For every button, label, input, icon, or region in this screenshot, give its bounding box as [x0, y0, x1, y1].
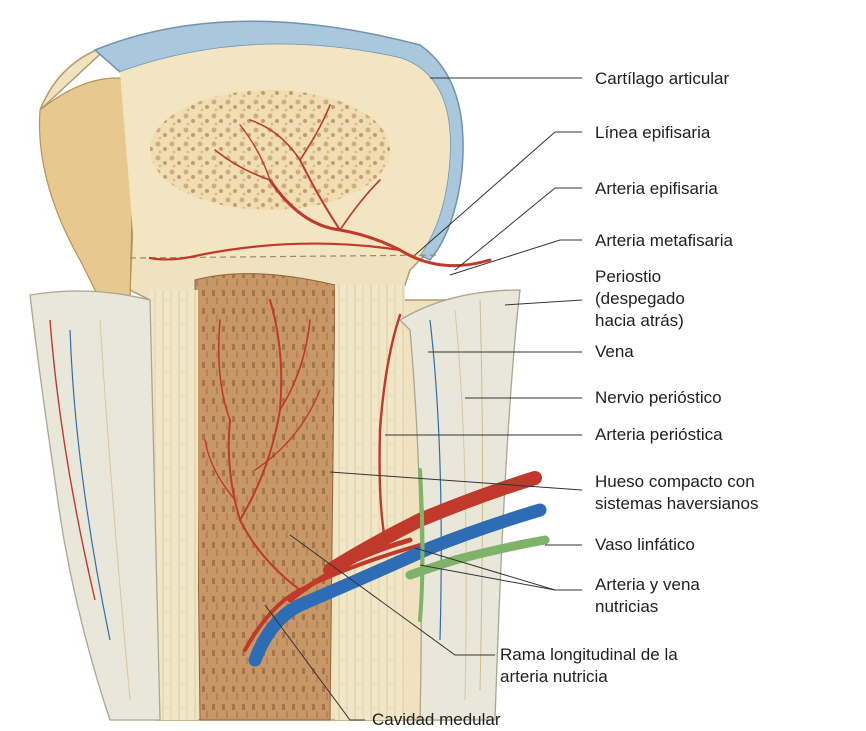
label-linea-epifisaria: Línea epifisaria [595, 123, 711, 142]
label-arteria-epifisaria: Arteria epifisaria [595, 179, 718, 198]
label-arteria-vena-nutricias: Arteria y vena nutricias [595, 574, 700, 618]
label-cartilago-articular: Cartílago articular [595, 69, 730, 88]
label-cavidad-medular: Cavidad medular [372, 709, 501, 731]
label-nervio-periostico: Nervio perióstico [595, 387, 722, 409]
label-rama-longitudinal: Rama longitudinal de la arteria nutricia [500, 644, 678, 688]
label-arteria-metafisaria: Arteria metafisaria [595, 231, 733, 250]
label-hueso-compacto: Hueso compacto con sistemas haversianos [595, 471, 758, 515]
label-vena: Vena [595, 341, 634, 363]
label-periostio: Periostio (despegado hacia atrás) [595, 266, 685, 332]
medullary-cavity [195, 274, 335, 720]
label-vaso-linfatico: Vaso linfático [595, 534, 695, 556]
label-arteria-periostica: Arteria perióstica [595, 424, 723, 446]
